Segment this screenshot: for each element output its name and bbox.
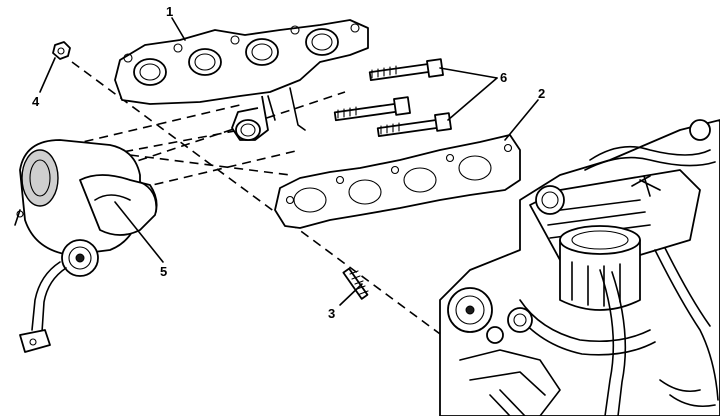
turbocharger xyxy=(14,139,158,353)
assembly-dashed-lines xyxy=(69,61,456,346)
callout-4: 4 xyxy=(32,94,40,109)
leader-4 xyxy=(39,57,56,93)
callout-leaders xyxy=(39,17,539,306)
exhaust-stud xyxy=(342,267,369,300)
manifold-nut xyxy=(52,41,71,60)
engine-block xyxy=(439,119,720,416)
leader-2 xyxy=(504,99,539,141)
bolt-upper xyxy=(368,58,444,82)
exhaust-manifold xyxy=(114,19,369,141)
manifold-gasket xyxy=(274,134,521,229)
manifold-bolts xyxy=(333,58,452,138)
callout-2: 2 xyxy=(538,86,545,101)
callout-6: 6 xyxy=(500,70,507,85)
callout-3: 3 xyxy=(328,306,335,321)
leader-5 xyxy=(114,201,164,263)
leader-6a xyxy=(439,67,498,79)
bolt-lower xyxy=(376,112,452,138)
leader-6b xyxy=(447,77,498,121)
callout-5: 5 xyxy=(160,264,167,279)
bolt-middle xyxy=(333,96,411,122)
leader-1 xyxy=(171,17,186,41)
leader-3 xyxy=(339,283,363,306)
callout-1: 1 xyxy=(166,4,173,19)
callout-labels: 1 2 3 4 5 6 xyxy=(32,4,545,321)
